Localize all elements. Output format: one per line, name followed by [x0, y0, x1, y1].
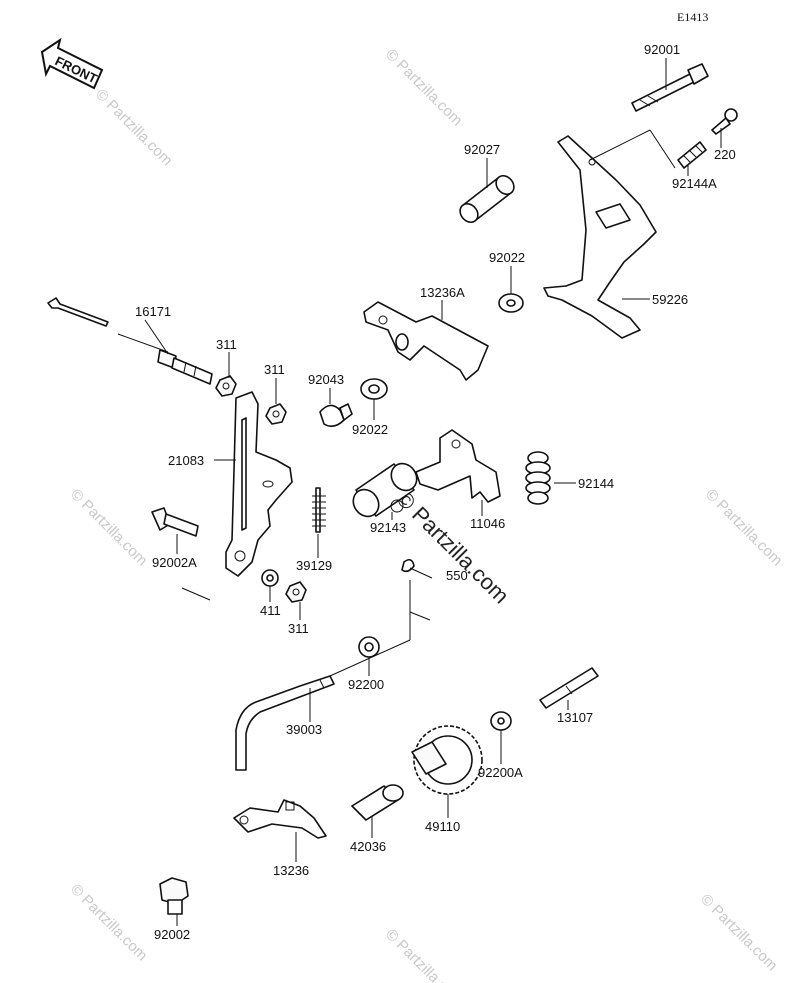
watermark-text: © Partzilla.com	[382, 46, 465, 129]
part-label: 49110	[425, 819, 460, 834]
spring-92144A-icon	[677, 141, 707, 169]
part-label: 13236	[273, 863, 309, 878]
part-label: 13236A	[420, 285, 465, 300]
bolt-92002-icon	[159, 877, 189, 915]
screw-220-icon	[711, 108, 738, 135]
part-label: 92143	[370, 520, 406, 535]
rod-16171-icon	[47, 297, 213, 385]
collar-92027-icon	[459, 174, 515, 224]
part-label: 92022	[352, 422, 388, 437]
part-label: 39129	[296, 558, 332, 573]
part-label: 550	[446, 568, 468, 583]
part-labels: 92001 220 92144A 92027 59226 92022 13236…	[135, 42, 736, 942]
washer-92022-icon	[360, 378, 388, 400]
part-label: 11046	[470, 516, 505, 531]
part-label: 42036	[350, 839, 386, 854]
part-label: 311	[288, 621, 309, 636]
watermark-text: © Partzilla.com	[92, 86, 175, 169]
part-label: 92022	[489, 250, 525, 265]
bracket-11046-icon	[415, 429, 501, 503]
part-label: 92144	[578, 476, 614, 491]
part-label: 21083	[168, 453, 204, 468]
nut-311-icon	[265, 403, 287, 425]
cap-92043-icon	[319, 403, 353, 428]
spring-39129-icon	[312, 487, 326, 533]
part-label: 411	[260, 603, 281, 618]
bracket-59226-icon	[543, 129, 676, 339]
gear-49110-icon	[411, 725, 483, 795]
nut-311-icon	[285, 581, 307, 603]
lever-21083-icon	[225, 391, 293, 577]
shaft-39003-icon	[235, 675, 335, 771]
pin-42036-icon	[351, 784, 404, 821]
washer-92200A-icon	[490, 711, 512, 731]
washer-411-icon	[261, 569, 279, 587]
part-label: 16171	[135, 304, 171, 319]
part-label: 39003	[286, 722, 322, 737]
part-label: 220	[714, 147, 736, 162]
part-label: 92002	[154, 927, 190, 942]
pin-13107-icon	[539, 667, 599, 709]
bolt-92001-icon	[631, 63, 709, 112]
washer-92022-icon	[498, 293, 524, 313]
front-arrow-icon: FRONT	[40, 37, 104, 90]
watermark-text: © Partzilla.com	[697, 891, 780, 974]
part-label: 13107	[557, 710, 593, 725]
part-label: 92200	[348, 677, 384, 692]
part-label: 311	[264, 362, 285, 377]
clip-550-icon	[401, 558, 433, 579]
leader-lines	[144, 58, 722, 926]
part-label: 311	[216, 337, 237, 352]
bracket-13236A-icon	[363, 301, 489, 381]
watermark-text: © Partzilla.com	[382, 926, 465, 983]
diagram-code: E1413	[677, 10, 708, 24]
part-label: 92043	[308, 372, 344, 387]
part-label: 92027	[464, 142, 500, 157]
part-label: 59226	[652, 292, 688, 307]
watermark-text: © Partzilla.com	[67, 486, 150, 569]
spring-92144-icon	[525, 451, 551, 505]
nut-311-icon	[215, 375, 237, 397]
part-label: 92001	[644, 42, 680, 57]
bracket-13236-icon	[233, 799, 327, 839]
watermark-text: © Partzilla.com	[702, 486, 785, 569]
part-label: 92200A	[478, 765, 523, 780]
washer-92200-icon	[358, 636, 380, 658]
part-label: 92002A	[152, 555, 197, 570]
collar-92143-icon	[352, 462, 418, 518]
bolt-92002A-icon	[151, 507, 199, 537]
watermark-text: © Partzilla.com	[67, 881, 150, 964]
part-label: 92144A	[672, 176, 717, 191]
